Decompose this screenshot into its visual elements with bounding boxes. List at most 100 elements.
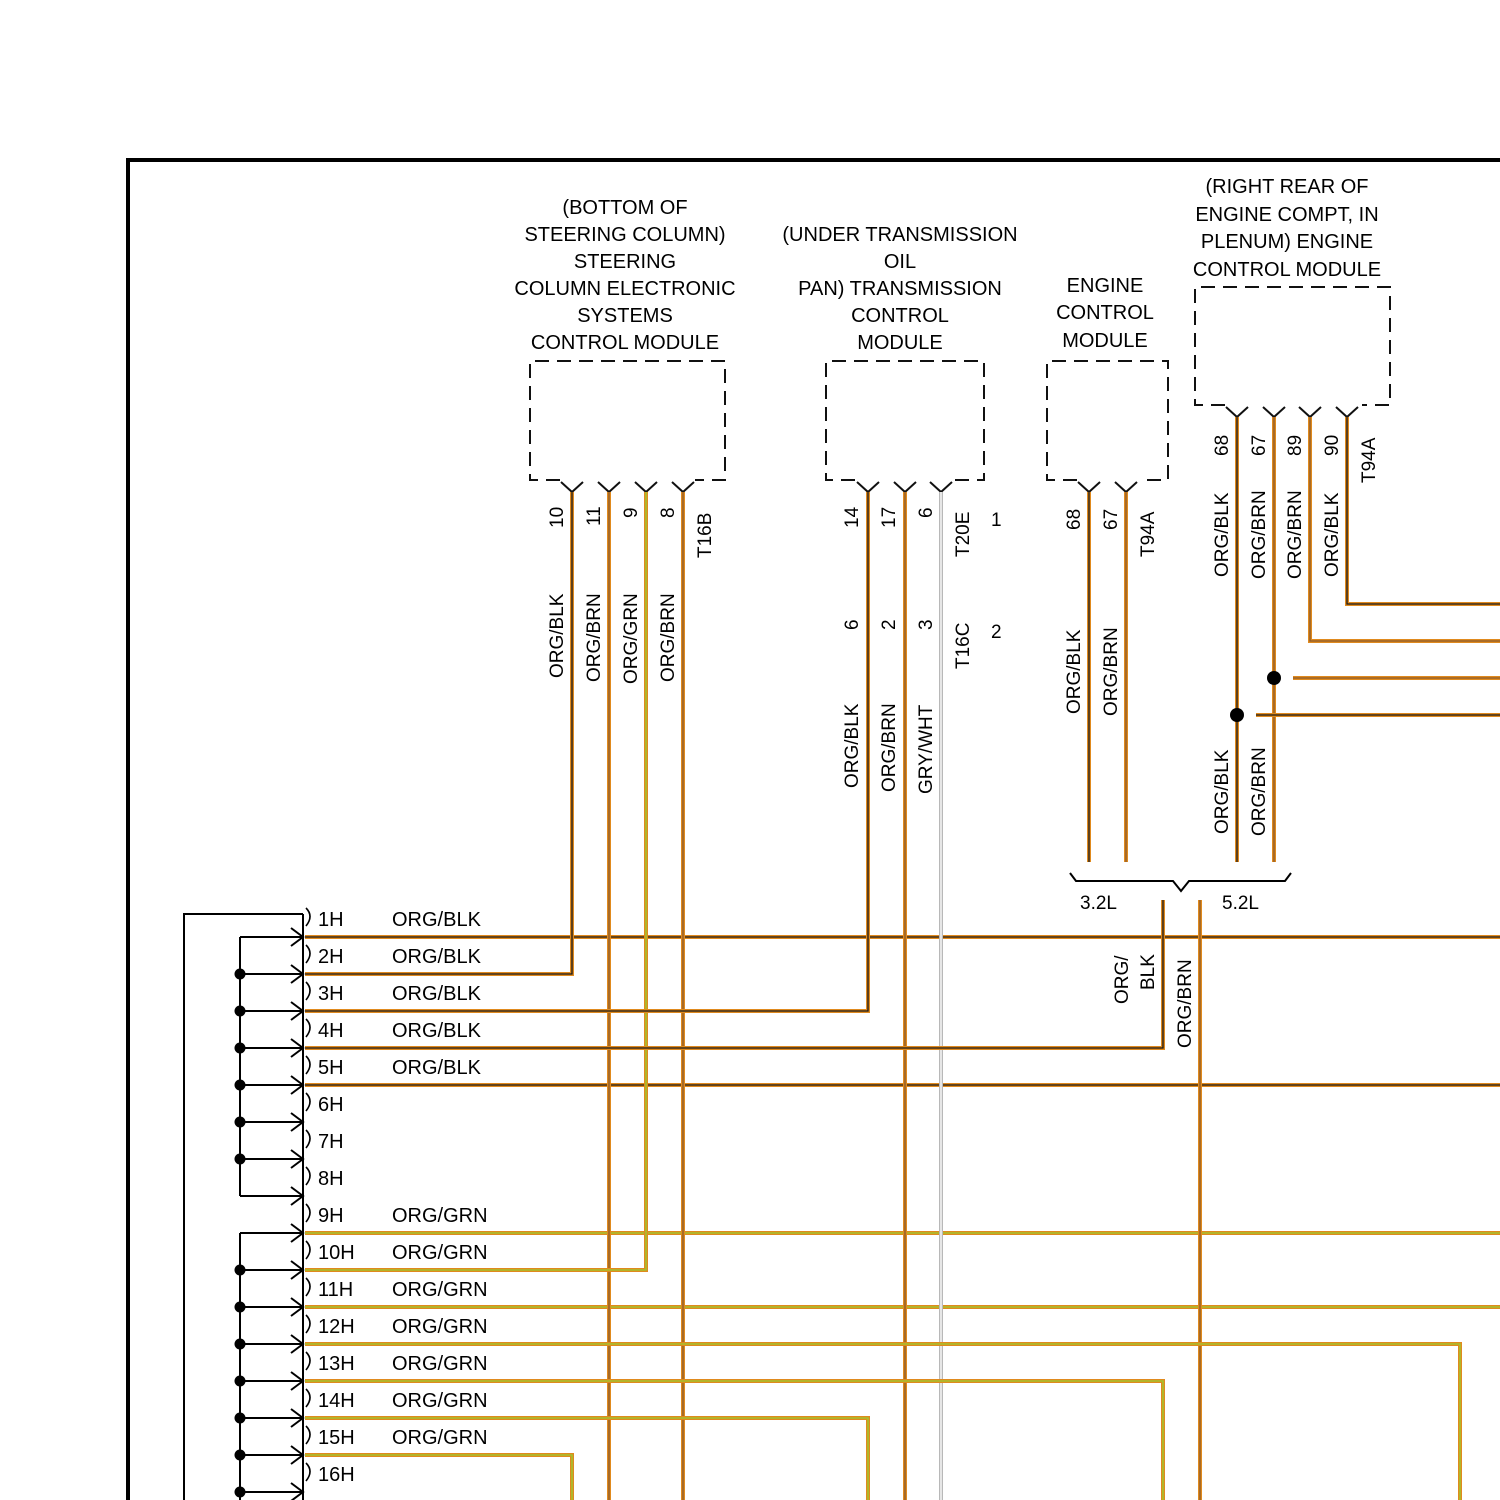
svg-text:89: 89 <box>1285 435 1306 456</box>
steering-module-title: (BOTTOM OF STEERING COLUMN) STEERING COL… <box>514 197 735 354</box>
svg-text:ORG/BRN: ORG/BRN <box>1175 959 1196 1048</box>
connector-wire-label: ORG/BLK <box>392 1020 482 1042</box>
connector-pin-cup <box>306 1056 310 1074</box>
connector-pin-cup <box>306 1167 310 1185</box>
svg-text:ORG/BLK: ORG/BLK <box>1322 492 1343 577</box>
svg-text:14: 14 <box>842 506 863 528</box>
ecm52-wire-labels: ORG/BLK ORG/BRN ORG/BRN ORG/BLK ORG/BLK … <box>1212 490 1343 836</box>
svg-text:T94A: T94A <box>1138 511 1159 557</box>
svg-text:T16B: T16B <box>695 513 716 558</box>
splice-dot <box>235 1302 246 1313</box>
connector-pin-label: 7H <box>318 1131 344 1153</box>
svg-text:6: 6 <box>842 619 863 630</box>
svg-text:6: 6 <box>916 507 937 518</box>
splice-dot <box>235 1154 246 1165</box>
svg-text:(UNDER TRANSMISSION: (UNDER TRANSMISSION <box>782 224 1017 246</box>
connector-pin-label: 16H <box>318 1464 355 1486</box>
connector-pin-cup <box>306 1278 310 1296</box>
steering-wire-labels: ORG/BLK ORG/BRN ORG/GRN ORG/BRN <box>547 593 679 684</box>
svg-text:ORG/BLK: ORG/BLK <box>1212 492 1233 577</box>
svg-text:1: 1 <box>991 510 1002 531</box>
splice-dot <box>235 1265 246 1276</box>
svg-text:PAN) TRANSMISSION: PAN) TRANSMISSION <box>798 278 1002 300</box>
svg-text:ORG/GRN: ORG/GRN <box>621 593 642 684</box>
svg-text:ENGINE: ENGINE <box>1067 275 1144 297</box>
svg-text:T94A: T94A <box>1359 437 1380 483</box>
ecm32-module-title: ENGINE CONTROL MODULE <box>1056 275 1154 352</box>
svg-text:ORG/BRN: ORG/BRN <box>1249 747 1270 836</box>
connector-pin-cup <box>306 1426 310 1444</box>
connector-pin-label: 14H <box>318 1390 355 1412</box>
wire-stripe <box>305 1418 868 1500</box>
connector-pin-cup <box>306 1389 310 1407</box>
ecm32-wire-labels: ORG/BLK ORG/BRN <box>1064 627 1122 716</box>
svg-text:ORG/BRN: ORG/BRN <box>1101 627 1122 716</box>
svg-text:8: 8 <box>658 507 679 518</box>
svg-text:ORG/: ORG/ <box>1112 955 1133 1004</box>
connector-pin-label: 12H <box>318 1316 355 1338</box>
engine-option-bracket <box>1070 873 1291 891</box>
connector-pin-cup <box>306 1463 310 1481</box>
svg-text:ORG/BRN: ORG/BRN <box>584 593 605 682</box>
svg-text:67: 67 <box>1101 509 1122 530</box>
ecm52-module-box <box>1195 287 1390 405</box>
svg-text:ORG/BRN: ORG/BRN <box>1285 490 1306 579</box>
tcm-module-box <box>826 361 984 480</box>
svg-text:11: 11 <box>584 506 605 526</box>
connector-wire-label: ORG/BLK <box>392 909 482 931</box>
connector-pin-cup <box>306 1352 310 1370</box>
connector-wire-label: ORG/BLK <box>392 983 482 1005</box>
connector-pin-label: 11H <box>318 1279 353 1301</box>
svg-text:MODULE: MODULE <box>857 332 943 354</box>
svg-text:CONTROL MODULE: CONTROL MODULE <box>1193 259 1381 281</box>
svg-text:(BOTTOM OF: (BOTTOM OF <box>562 197 687 219</box>
svg-text:ORG/BLK: ORG/BLK <box>547 593 568 678</box>
connector-pin-label: 6H <box>318 1094 344 1116</box>
wire-org-blk <box>305 492 572 974</box>
ecm32-module-box <box>1047 361 1168 480</box>
svg-text:17: 17 <box>879 507 900 528</box>
steering-module-box <box>530 361 725 480</box>
svg-text:CONTROL: CONTROL <box>1056 302 1154 324</box>
connector-pin-label: 13H <box>318 1353 355 1375</box>
connector-wire-label: ORG/GRN <box>392 1242 488 1264</box>
svg-text:ORG/BLK: ORG/BLK <box>1064 629 1085 714</box>
connector-pin-label: 15H <box>318 1427 355 1449</box>
connector-pin-cup <box>306 908 310 926</box>
svg-text:COLUMN ELECTRONIC: COLUMN ELECTRONIC <box>514 278 735 300</box>
svg-text:2: 2 <box>991 622 1002 643</box>
connector-pin-label: 9H <box>318 1205 344 1227</box>
svg-text:68: 68 <box>1064 509 1085 530</box>
svg-text:2: 2 <box>879 619 900 630</box>
connector-pin-label: 5H <box>318 1057 344 1079</box>
splice-dot <box>235 1376 246 1387</box>
engine-option-5-2l: 5.2L <box>1222 893 1259 914</box>
splice-dot <box>235 969 246 980</box>
splice-dot <box>235 1117 246 1128</box>
engine-option-3-2l: 3.2L <box>1080 893 1117 914</box>
connector-pin-label: 4H <box>318 1020 344 1042</box>
splice-dot <box>1230 708 1244 722</box>
svg-text:STEERING: STEERING <box>574 251 676 273</box>
splice-dot <box>235 1413 246 1424</box>
svg-text:PLENUM) ENGINE: PLENUM) ENGINE <box>1201 231 1373 253</box>
splice-dot <box>235 1487 246 1498</box>
ecm52-module-title: (RIGHT REAR OF ENGINE COMPT, IN PLENUM) … <box>1193 176 1381 281</box>
svg-text:3: 3 <box>916 619 937 630</box>
svg-text:OIL: OIL <box>884 251 916 273</box>
connector-pin-label: 2H <box>318 946 344 968</box>
splice-dot <box>235 1080 246 1091</box>
svg-text:90: 90 <box>1322 435 1343 456</box>
svg-text:ORG/BLK: ORG/BLK <box>1212 749 1233 834</box>
svg-text:GRY/WHT: GRY/WHT <box>916 704 937 794</box>
wire-org-blk <box>305 492 868 1011</box>
wire-stripe <box>305 492 572 974</box>
connector-pin-label: 10H <box>318 1242 355 1264</box>
connector-pin-label: 1H <box>318 909 344 931</box>
svg-text:CONTROL: CONTROL <box>851 305 949 327</box>
connector-pin-cup <box>306 1130 310 1148</box>
svg-text:MODULE: MODULE <box>1062 330 1148 352</box>
connector-wire-label: ORG/GRN <box>392 1390 488 1412</box>
svg-text:CONTROL MODULE: CONTROL MODULE <box>531 332 719 354</box>
